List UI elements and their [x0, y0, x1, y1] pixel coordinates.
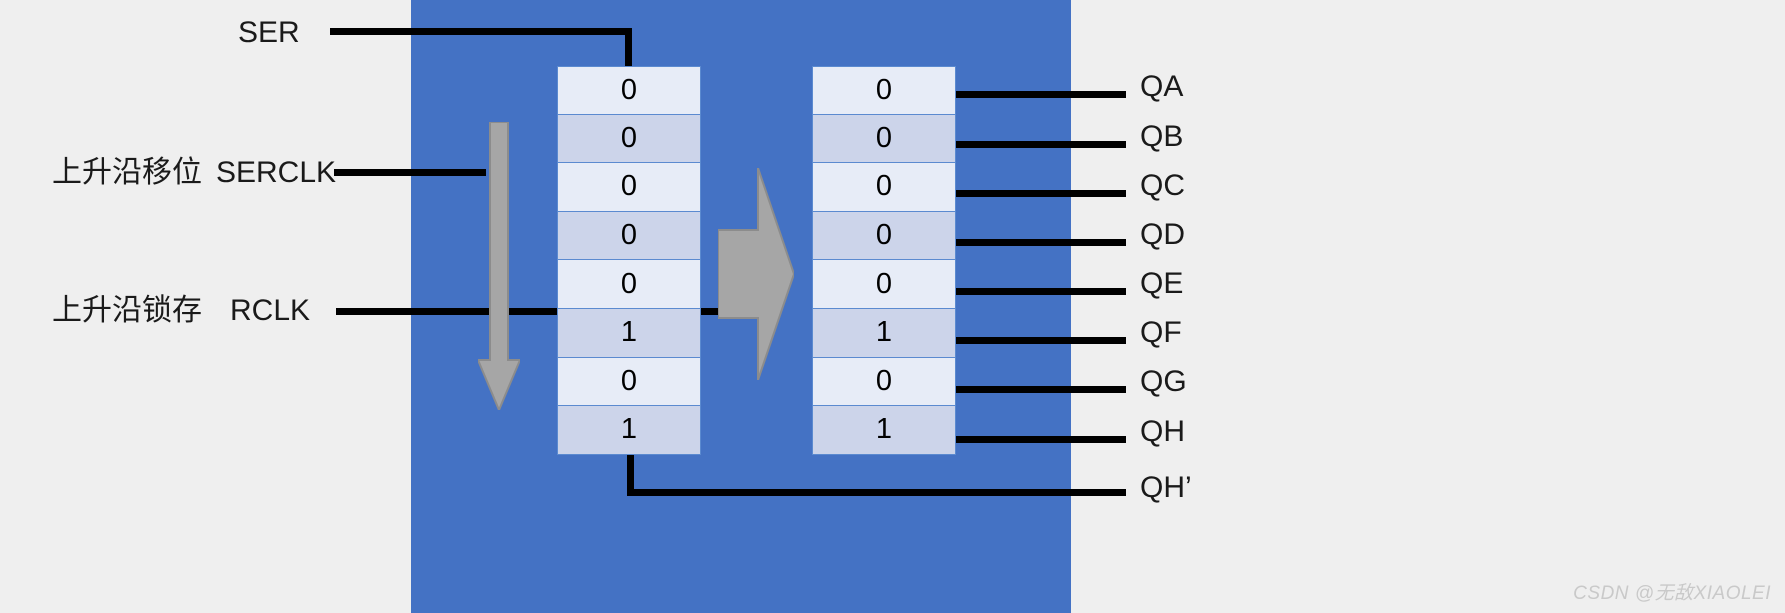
output-label-qc: QC [1140, 169, 1185, 202]
output-label-qf: QF [1140, 316, 1182, 349]
input-label-ser: SER [238, 16, 300, 49]
shift-register-cell: 1 [557, 308, 701, 358]
wire-ser-vertical [625, 28, 632, 73]
wire-rclk [336, 308, 732, 315]
shift-register-cell: 0 [557, 211, 701, 261]
storage-register-cell: 0 [812, 357, 956, 407]
input-label-rclk: RCLK [230, 294, 311, 327]
storage-register-cell: 1 [812, 406, 956, 455]
wire-serclk [334, 169, 486, 176]
wire-ser-horizontal [330, 28, 632, 35]
wire-qe [956, 288, 1126, 295]
storage-register-cell: 1 [812, 308, 956, 358]
shift-register-cell: 0 [557, 357, 701, 407]
wire-qg [956, 386, 1126, 393]
shift-register-cell: 0 [557, 66, 701, 115]
input-label-serclk: SERCLK [216, 156, 337, 189]
output-label-qh: QH [1140, 415, 1185, 448]
input-label-rclk-cn: 上升沿锁存 [52, 294, 202, 327]
wire-qhprime-vertical [627, 455, 634, 493]
wire-qh [956, 436, 1126, 443]
wire-qb [956, 141, 1126, 148]
storage-register-column: 0 0 0 0 0 1 0 1 [812, 66, 956, 455]
latch-transfer-right-arrow-icon [717, 167, 796, 381]
shift-register-cell: 0 [557, 260, 701, 309]
storage-register-cell: 0 [812, 114, 956, 164]
shift-register-cell: 1 [557, 406, 701, 455]
storage-register-cell: 0 [812, 163, 956, 212]
csdn-watermark: CSDN @无敌XIAOLEI [1573, 583, 1771, 604]
output-label-qd: QD [1140, 218, 1185, 251]
wire-qhprime-horizontal [627, 489, 1126, 496]
storage-register-cell: 0 [812, 66, 956, 115]
shift-register-column: 0 0 0 0 0 1 0 1 [557, 66, 701, 455]
shift-register-cell: 0 [557, 163, 701, 212]
input-label-serclk-cn: 上升沿移位 [52, 156, 202, 189]
wire-qc [956, 190, 1126, 197]
wire-qd [956, 239, 1126, 246]
output-label-qh-prime: QH’ [1140, 471, 1192, 504]
output-label-qa: QA [1140, 70, 1184, 103]
storage-register-cell: 0 [812, 211, 956, 261]
output-label-qe: QE [1140, 267, 1184, 300]
output-label-qg: QG [1140, 365, 1187, 398]
output-label-qb: QB [1140, 120, 1184, 153]
wire-qa [956, 91, 1126, 98]
shift-direction-down-arrow-icon [476, 121, 522, 413]
wire-qf [956, 337, 1126, 344]
storage-register-cell: 0 [812, 260, 956, 309]
shift-register-cell: 0 [557, 114, 701, 164]
